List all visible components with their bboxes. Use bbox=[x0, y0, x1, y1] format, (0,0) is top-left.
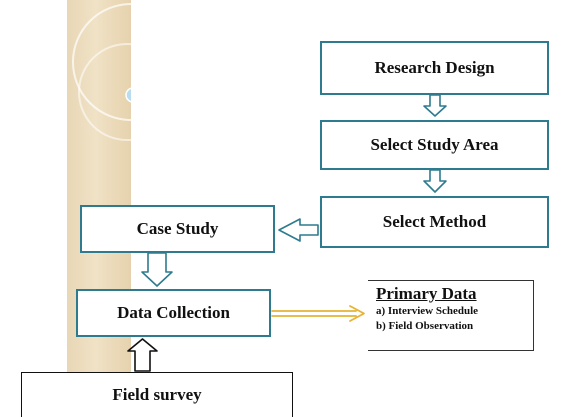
node-select-method-label: Select Method bbox=[382, 212, 487, 231]
primary-data-item-observation: b) Field Observation bbox=[376, 320, 474, 332]
node-select-method: Select Method bbox=[320, 196, 549, 248]
primary-data-item-interview: a) Interview Schedule bbox=[376, 305, 479, 317]
node-data-collection: Data Collection bbox=[76, 289, 271, 337]
arrow-area-to-method bbox=[423, 169, 447, 193]
arrow-case-to-collection bbox=[141, 252, 173, 287]
arrow-method-to-case bbox=[278, 218, 319, 242]
primary-data-title: Primary Data bbox=[376, 284, 477, 303]
arrow-research-to-area bbox=[423, 94, 447, 117]
arrow-collection-to-primary bbox=[271, 305, 365, 322]
node-field-survey-label: Field survey bbox=[112, 385, 202, 404]
node-field-survey: Field survey bbox=[21, 372, 293, 417]
arrow-survey-to-collection bbox=[127, 338, 158, 372]
node-select-study-area-label: Select Study Area bbox=[370, 135, 499, 154]
node-research-design: Research Design bbox=[320, 41, 549, 95]
node-select-study-area: Select Study Area bbox=[320, 120, 549, 170]
node-case-study: Case Study bbox=[80, 205, 275, 253]
node-research-design-label: Research Design bbox=[374, 58, 495, 77]
node-data-collection-label: Data Collection bbox=[117, 303, 230, 322]
decorative-circles bbox=[72, 3, 131, 141]
primary-data-box: Primary Data a) Interview Schedule b) Fi… bbox=[368, 280, 534, 351]
node-case-study-label: Case Study bbox=[136, 219, 219, 238]
